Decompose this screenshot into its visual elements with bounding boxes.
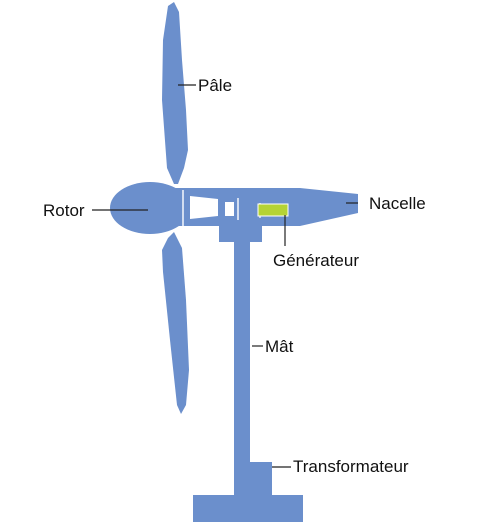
label-generateur: Générateur	[273, 251, 359, 270]
blade-top	[162, 2, 188, 184]
label-nacelle: Nacelle	[369, 194, 426, 213]
label-mat: Mât	[265, 337, 294, 356]
label-transformateur: Transformateur	[293, 457, 409, 476]
nacelle-cutout-2	[225, 202, 234, 216]
mast	[234, 235, 250, 500]
generator	[257, 203, 289, 217]
mast-top	[219, 226, 262, 250]
nacelle-cutout-1	[190, 196, 218, 219]
label-rotor: Rotor	[43, 201, 85, 220]
blade-bottom	[162, 232, 189, 414]
label-pale: Pâle	[198, 76, 232, 95]
rotor-hub	[110, 182, 190, 234]
